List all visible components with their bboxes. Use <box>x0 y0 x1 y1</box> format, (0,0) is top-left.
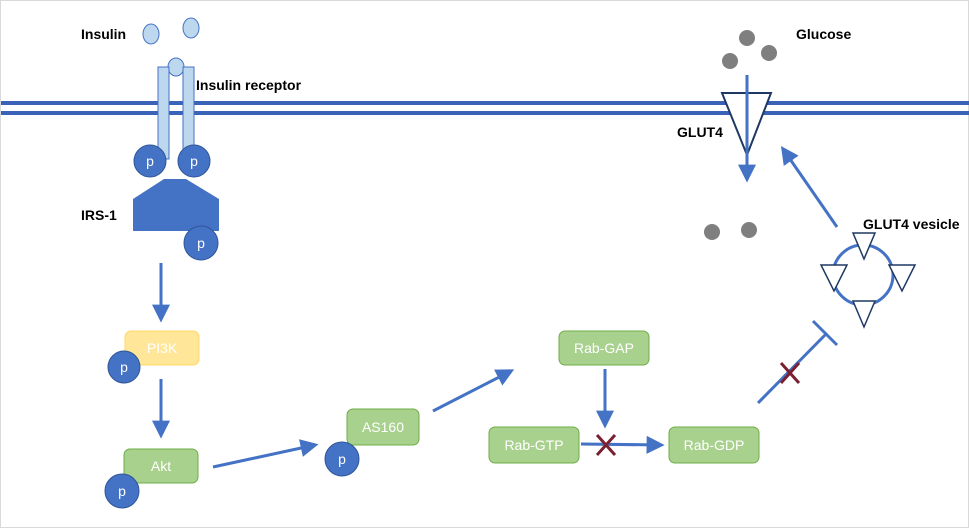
rab-gdp-node: Rab-GDP <box>668 426 760 464</box>
phospho-circle-akt: p <box>104 473 140 509</box>
arrow-akt-to-as160 <box>212 439 319 469</box>
glut4-vesicle-transporter <box>887 264 917 293</box>
insulin-molecule <box>182 17 200 39</box>
phospho-label: p <box>190 153 198 169</box>
pi3k-label: PI3K <box>147 340 178 356</box>
glut4-vesicle-transporter <box>819 264 849 293</box>
inhibition-x-rab <box>595 433 617 457</box>
as160-label: AS160 <box>362 419 404 435</box>
glucose-label: Glucose <box>796 26 851 42</box>
glut4-vesicle-label: GLUT4 vesicle <box>863 216 960 232</box>
inhibition-x-vesicle <box>779 361 801 385</box>
rab-gap-label: Rab-GAP <box>574 340 634 356</box>
phospho-label: p <box>146 153 154 169</box>
phospho-label: p <box>120 359 128 375</box>
phospho-circle-as160: p <box>324 441 360 477</box>
glucose-molecule <box>739 30 755 46</box>
akt-label: Akt <box>151 458 171 474</box>
rab-gtp-node: Rab-GTP <box>488 426 580 464</box>
arrow-as160-to-rabgap <box>432 369 515 413</box>
insulin-molecule-bound <box>167 57 185 77</box>
pi3k-node: PI3K <box>124 330 200 366</box>
arrow-vesicle-to-membrane <box>780 146 839 228</box>
insulin-receptor-label: Insulin receptor <box>196 77 302 93</box>
glucose-molecule-inside <box>741 222 757 238</box>
arrow-rabgtp-to-rabgdp <box>580 435 665 454</box>
irs1-label: IRS-1 <box>81 207 117 223</box>
rab-gdp-label: Rab-GDP <box>684 437 745 453</box>
insulin-label: Insulin <box>81 26 126 42</box>
insulin-receptor-left-arm <box>157 66 170 160</box>
as160-node: AS160 <box>346 408 420 446</box>
rab-gtp-label: Rab-GTP <box>504 437 563 453</box>
akt-node: Akt <box>123 448 199 484</box>
insulin-molecule <box>142 23 160 45</box>
glut4-label: GLUT4 <box>677 124 723 140</box>
inhibition-bar <box>811 319 839 347</box>
glucose-molecule <box>722 53 738 69</box>
glucose-molecule <box>761 45 777 61</box>
phospho-circle-pi3k: p <box>107 350 141 384</box>
phospho-label: p <box>118 483 126 499</box>
glucose-molecule-inside <box>704 224 720 240</box>
phospho-label: p <box>338 451 346 467</box>
phospho-label: p <box>197 235 205 251</box>
glut4-vesicle-transporter <box>851 300 877 329</box>
phospho-circle-irs1: p <box>183 225 219 261</box>
glut4-vesicle-transporter <box>851 232 877 261</box>
phospho-circle-receptor-right: p <box>177 144 211 178</box>
phospho-circle-receptor-left: p <box>133 144 167 178</box>
rab-gap-node: Rab-GAP <box>558 330 650 366</box>
irs1-shape <box>133 179 219 231</box>
